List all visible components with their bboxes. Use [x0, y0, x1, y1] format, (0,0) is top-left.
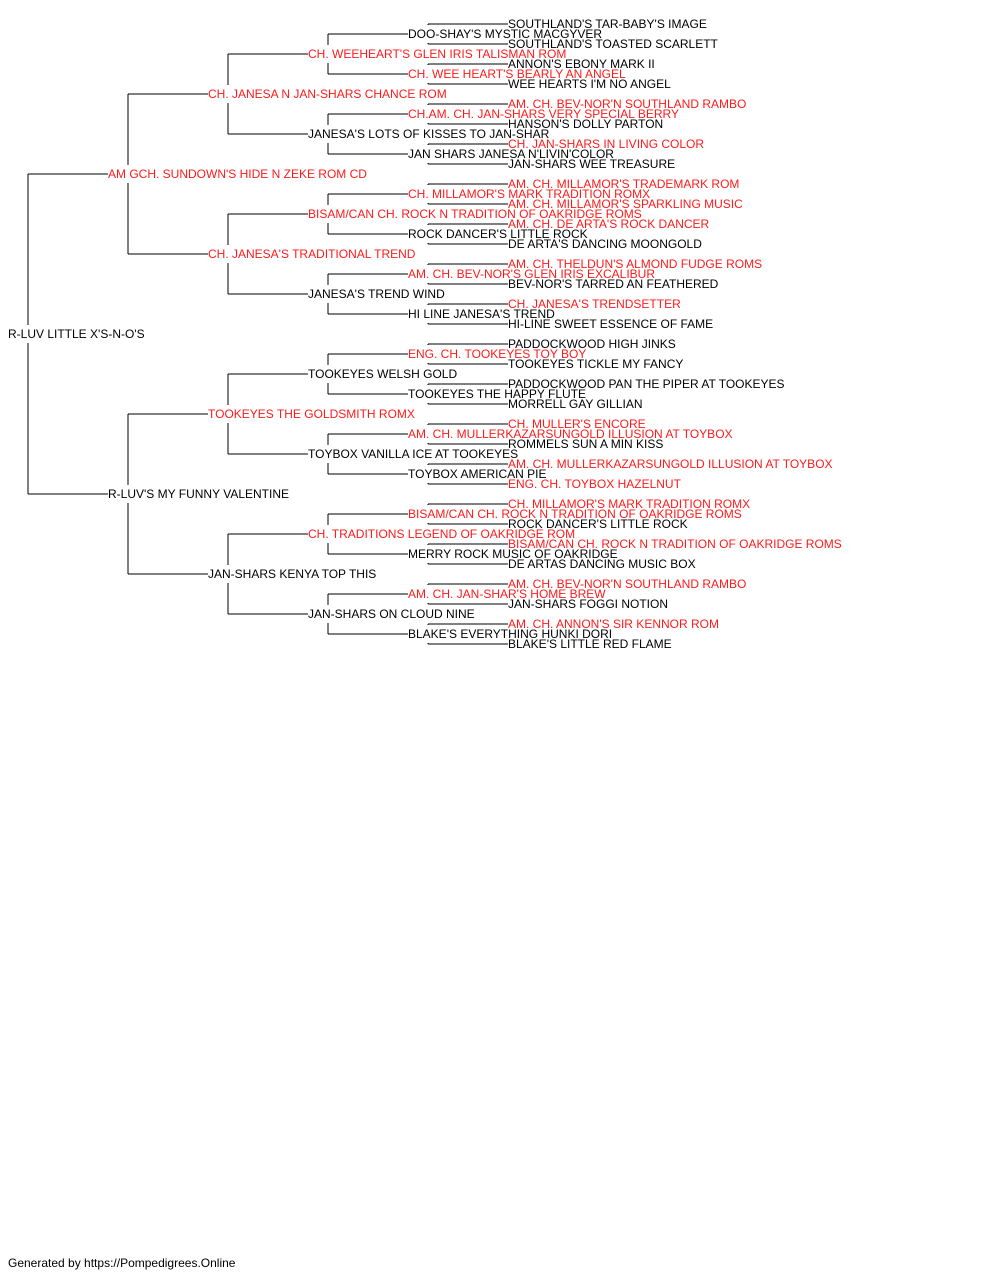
ancestor-name-gen5: PADDOCKWOOD PAN THE PIPER AT TOOKEYES	[508, 377, 785, 391]
ancestor-name-gen5: HANSON'S DOLLY PARTON	[508, 117, 663, 131]
ancestor-name-gen3: CH. WEEHEART'S GLEN IRIS TALISMAN ROM	[308, 47, 566, 61]
ancestor-name-gen3: CH. TRADITIONS LEGEND OF OAKRIDGE ROM	[308, 527, 575, 541]
ancestor-name-gen2: JAN-SHARS KENYA TOP THIS	[208, 567, 376, 581]
ancestor-name-gen5: CH. JANESA'S TRENDSETTER	[508, 297, 681, 311]
ancestor-name-gen2: CH. JANESA'S TRADITIONAL TREND	[208, 247, 416, 261]
ancestor-name-gen4: ROCK DANCER'S LITTLE ROCK	[408, 227, 588, 241]
ancestor-name-gen5: ANNON'S EBONY MARK II	[508, 57, 655, 71]
ancestor-name-gen5: CH. JAN-SHARS IN LIVING COLOR	[508, 137, 704, 151]
ancestor-name-gen4: BISAM/CAN CH. ROCK N TRADITION OF OAKRID…	[408, 507, 742, 521]
ancestor-name-gen5: BISAM/CAN CH. ROCK N TRADITION OF OAKRID…	[508, 537, 842, 551]
ancestor-name-gen3: TOYBOX VANILLA ICE AT TOOKEYES	[308, 447, 518, 461]
ancestor-name-gen5: AM. CH. MILLAMOR'S TRADEMARK ROM	[508, 177, 739, 191]
ancestor-name-gen5: HI-LINE SWEET ESSENCE OF FAME	[508, 317, 713, 331]
ancestor-name-gen4: CH. WEE HEART'S BEARLY AN ANGEL	[408, 67, 626, 81]
ancestor-name-gen5: BEV-NOR'S TARRED AN FEATHERED	[508, 277, 719, 291]
ancestor-name-gen5: AM. CH. MULLERKAZARSUNGOLD ILLUSION AT T…	[508, 457, 833, 471]
ancestor-name-gen4: AM. CH. MULLERKAZARSUNGOLD ILLUSION AT T…	[408, 427, 733, 441]
ancestor-name-gen3: JAN-SHARS ON CLOUD NINE	[308, 607, 475, 621]
ancestor-name-gen5: AM. CH. DE ARTA'S ROCK DANCER	[508, 217, 710, 231]
ancestor-name-gen5: ENG. CH. TOYBOX HAZELNUT	[508, 477, 682, 491]
ancestor-name-gen4: AM. CH. BEV-NOR'S GLEN IRIS EXCALIBUR	[408, 267, 655, 281]
ancestor-name-gen5: SOUTHLAND'S TAR-BABY'S IMAGE	[508, 17, 707, 31]
ancestor-name-gen4: JAN SHARS JANESA N'LIVIN'COLOR	[408, 147, 614, 161]
ancestor-name-gen3: BISAM/CAN CH. ROCK N TRADITION OF OAKRID…	[308, 207, 642, 221]
ancestor-name-gen5: CH. MULLER'S ENCORE	[508, 417, 646, 431]
ancestor-name-gen5: AM. CH. MILLAMOR'S SPARKLING MUSIC	[508, 197, 743, 211]
ancestor-name-gen4: CH. MILLAMOR'S MARK TRADITION ROMX	[408, 187, 650, 201]
ancestor-name-gen5: AM. CH. BEV-NOR'N SOUTHLAND RAMBO	[508, 577, 746, 591]
ancestor-name-gen4: CH.AM. CH. JAN-SHARS VERY SPECIAL BERRY	[408, 107, 679, 121]
ancestor-name-gen5: AM. CH. BEV-NOR'N SOUTHLAND RAMBO	[508, 97, 746, 111]
ancestor-name-gen5: ROMMELS SUN A MIN KISS	[508, 437, 663, 451]
ancestor-name-gen5: JAN-SHARS FOGGI NOTION	[508, 597, 668, 611]
ancestor-name-gen5: TOOKEYES TICKLE MY FANCY	[508, 357, 683, 371]
ancestor-name-gen3: JANESA'S TREND WIND	[308, 287, 445, 301]
ancestor-name-gen3: JANESA'S LOTS OF KISSES TO JAN-SHAR	[308, 127, 550, 141]
ancestor-name-gen1: AM GCH. SUNDOWN'S HIDE N ZEKE ROM CD	[108, 167, 367, 181]
ancestor-name-gen5: DE ARTA'S DANCING MOONGOLD	[508, 237, 702, 251]
footer-credit: Generated by https://Pompedigrees.Online	[8, 1256, 236, 1270]
ancestor-name-gen5: AM. CH. THELDUN'S ALMOND FUDGE ROMS	[508, 257, 762, 271]
ancestor-name-gen4: HI LINE JANESA'S TREND	[408, 307, 555, 321]
ancestor-name-gen4: TOYBOX AMERICAN PIE	[408, 467, 546, 481]
ancestor-name-gen4: MERRY ROCK MUSIC OF OAKRIDGE	[408, 547, 618, 561]
ancestor-name-gen3: TOOKEYES WELSH GOLD	[308, 367, 457, 381]
ancestor-name-gen4: TOOKEYES THE HAPPY FLUTE	[408, 387, 586, 401]
ancestor-name-gen5: CH. MILLAMOR'S MARK TRADITION ROMX	[508, 497, 750, 511]
ancestor-name-gen1: R-LUV'S MY FUNNY VALENTINE	[108, 487, 289, 501]
ancestor-name-gen4: BLAKE'S EVERYTHING HUNKI DORI	[408, 627, 612, 641]
ancestor-name-gen5: MORRELL GAY GILLIAN	[508, 397, 643, 411]
ancestor-name-gen5: SOUTHLAND'S TOASTED SCARLETT	[508, 37, 719, 51]
subject-dog-name: R-LUV LITTLE X'S-N-O'S	[8, 327, 145, 341]
ancestor-name-gen5: AM. CH. ANNON'S SIR KENNOR ROM	[508, 617, 719, 631]
ancestor-name-gen5: JAN-SHARS WEE TREASURE	[508, 157, 675, 171]
ancestor-name-gen5: ROCK DANCER'S LITTLE ROCK	[508, 517, 688, 531]
ancestor-name-gen5: PADDOCKWOOD HIGH JINKS	[508, 337, 676, 351]
ancestor-name-gen5: BLAKE'S LITTLE RED FLAME	[508, 637, 672, 651]
ancestor-name-gen5: DE ARTAS DANCING MUSIC BOX	[508, 557, 696, 571]
ancestor-name-gen4: ENG. CH. TOOKEYES TOY BOY	[408, 347, 586, 361]
ancestor-name-gen2: TOOKEYES THE GOLDSMITH ROMX	[208, 407, 415, 421]
ancestor-name-gen2: CH. JANESA N JAN-SHARS CHANCE ROM	[208, 87, 447, 101]
ancestor-name-gen4: DOO-SHAY'S MYSTIC MACGYVER	[408, 27, 602, 41]
ancestor-name-gen4: AM. CH. JAN-SHAR'S HOME BREW	[408, 587, 606, 601]
ancestor-name-gen5: WEE HEARTS I'M NO ANGEL	[508, 77, 671, 91]
